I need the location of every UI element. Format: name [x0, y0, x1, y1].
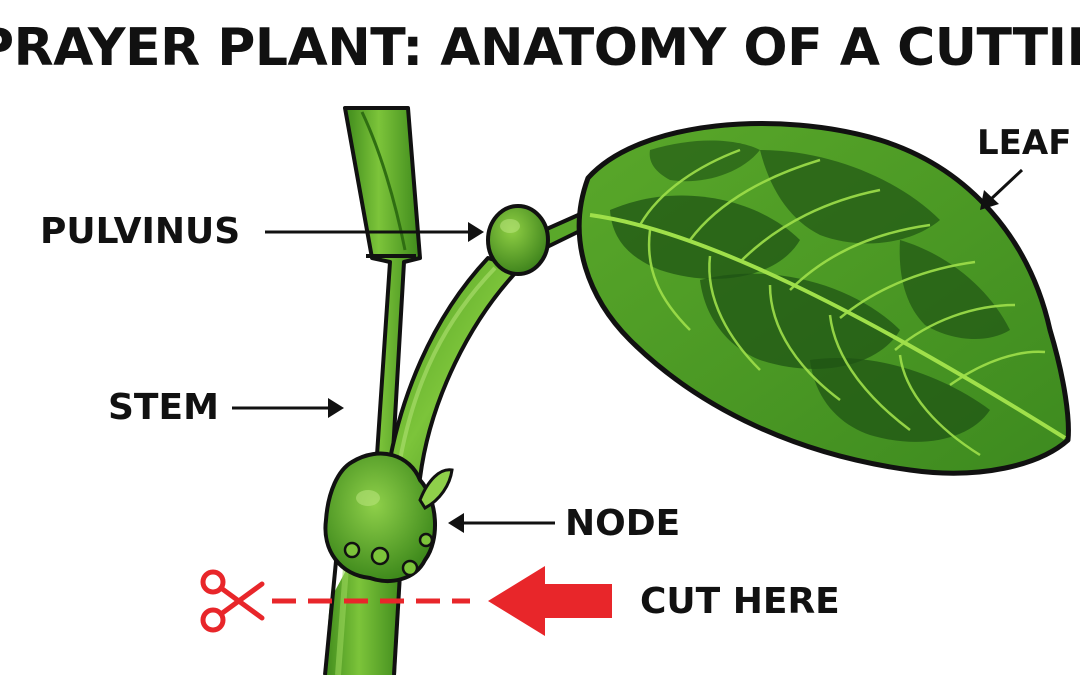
pulvinus-shape — [486, 204, 592, 276]
pulvinus-arrow — [265, 222, 484, 242]
stem-shape — [323, 106, 422, 675]
leaf-shape — [576, 121, 1071, 476]
cut-arrow — [488, 566, 612, 636]
scissors-icon — [200, 569, 265, 633]
diagram-title: PRAYER PLANT: ANATOMY OF A CUTTING — [0, 8, 1080, 88]
node-shape — [323, 451, 454, 583]
node-arrow — [448, 513, 555, 533]
leaf-label: LEAF — [977, 123, 1072, 163]
leaf-arrow — [980, 168, 1024, 210]
stem-arrow — [232, 398, 344, 418]
node-label: NODE — [565, 503, 681, 544]
pulvinus-label: PULVINUS — [40, 211, 241, 252]
petiole-shape — [386, 256, 522, 480]
title-text: PRAYER PLANT: ANATOMY OF A CUTTING — [0, 18, 1080, 78]
cut-here-label: CUT HERE — [640, 581, 840, 622]
stem-label: STEM — [108, 387, 219, 428]
